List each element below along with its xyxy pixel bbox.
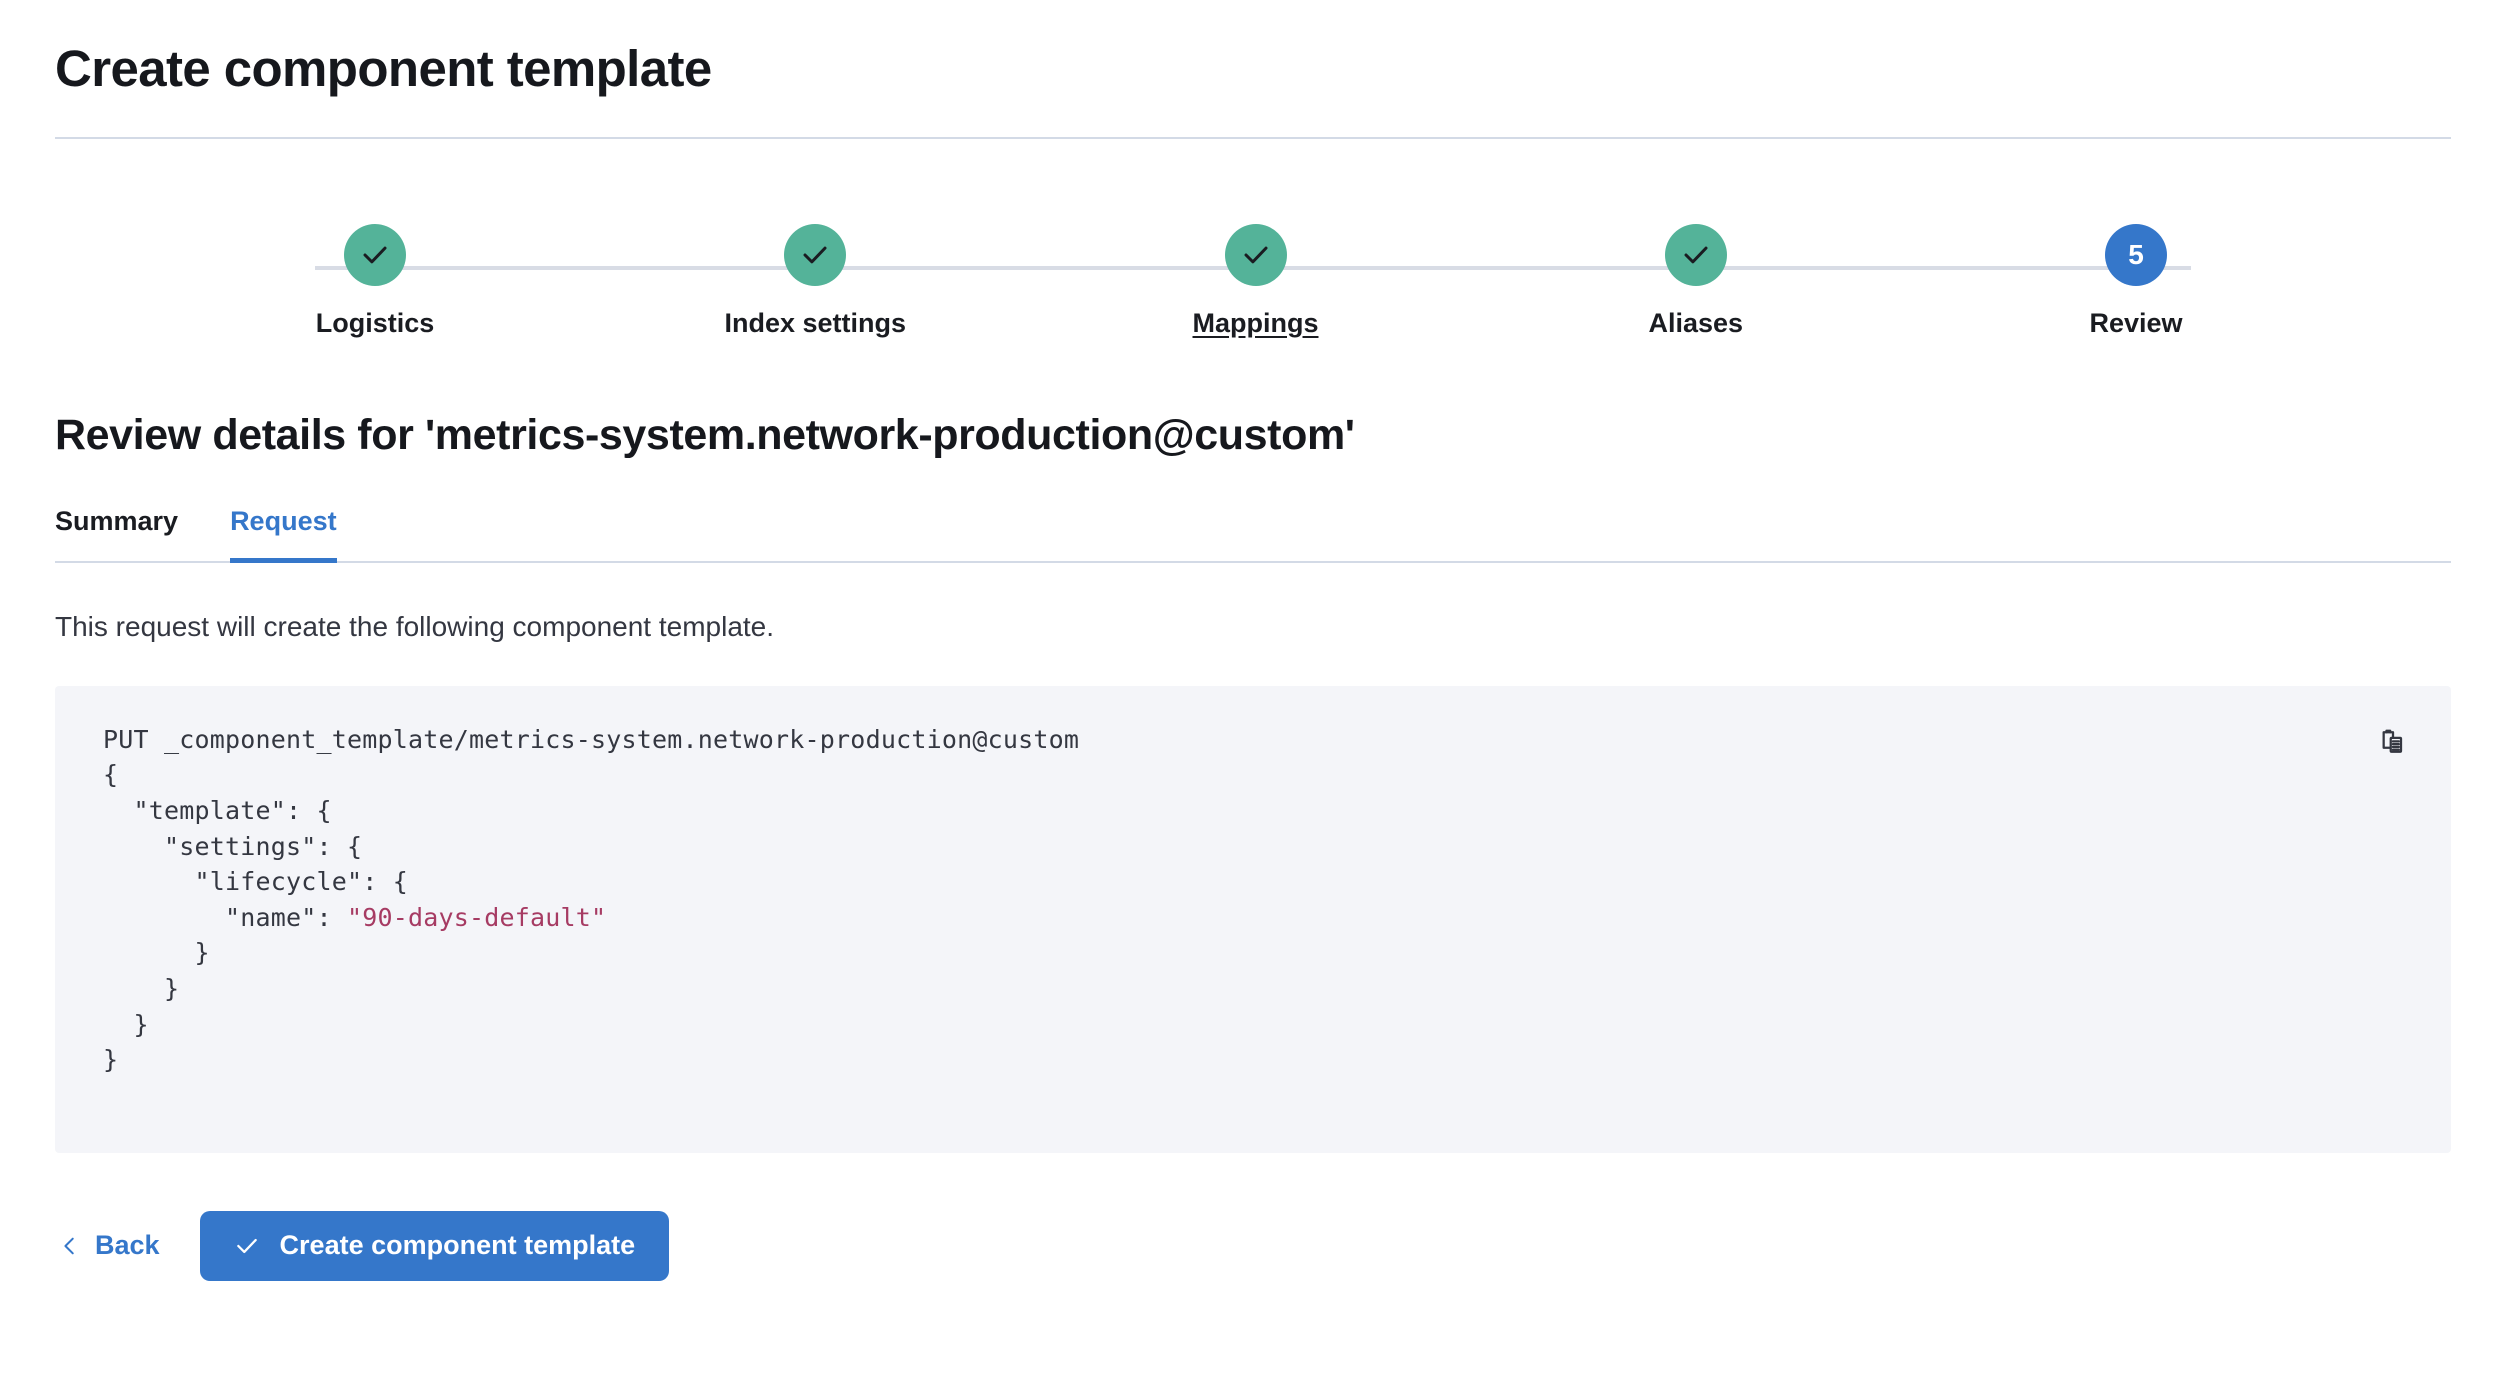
code-line-5: "lifecycle": { [103, 867, 409, 897]
check-icon [1681, 240, 1711, 270]
create-component-template-button[interactable]: Create component template [199, 1210, 670, 1281]
back-button[interactable]: Back [55, 1222, 164, 1269]
code-line-9: } [103, 1009, 149, 1039]
step-label-index-settings: Index settings [724, 307, 907, 338]
step-review[interactable]: 5 Review [1986, 223, 2286, 339]
header-divider [55, 136, 2451, 139]
step-marker-current: 5 [2105, 223, 2167, 286]
review-tabs: Summary Request [55, 506, 2451, 563]
step-label-mappings: Mappings [1192, 307, 1319, 338]
code-line-2: { [103, 760, 119, 790]
request-description: This request will create the following c… [55, 610, 775, 642]
step-index-settings[interactable]: Index settings [665, 223, 965, 339]
step-label-logistics: Logistics [315, 307, 435, 338]
step-aliases[interactable]: Aliases [1546, 223, 1846, 339]
tab-request[interactable]: Request [204, 506, 363, 563]
check-icon [1241, 240, 1271, 270]
code-line-7: } [103, 938, 210, 968]
review-heading: Review details for 'metrics-system.netwo… [55, 410, 1355, 459]
step-label-aliases: Aliases [1648, 307, 1744, 338]
request-code-text: PUT _component_template/metrics-system.n… [55, 722, 2451, 1078]
step-label-review: Review [2089, 307, 2183, 338]
code-line-4: "settings": { [103, 831, 363, 861]
wizard-actions: Back Create component template [55, 1210, 2451, 1281]
page-title: Create component template [55, 40, 712, 97]
tab-summary[interactable]: Summary [55, 506, 204, 561]
step-marker-complete [784, 223, 847, 286]
back-button-label: Back [95, 1230, 160, 1261]
step-marker-complete [1224, 223, 1287, 286]
step-marker-complete [344, 223, 406, 286]
create-component-template-button-label: Create component template [279, 1230, 636, 1261]
code-line-6-key: "name": [103, 902, 348, 932]
check-icon [360, 240, 390, 270]
check-icon [800, 240, 830, 270]
code-line-10: } [103, 1045, 119, 1075]
chevron-left-icon [59, 1235, 81, 1257]
step-marker-complete [1664, 223, 1727, 286]
step-logistics[interactable]: Logistics [225, 223, 525, 339]
clipboard-copy-icon[interactable] [2373, 722, 2417, 766]
check-icon [234, 1233, 260, 1259]
code-line-8: } [103, 973, 180, 1003]
code-line-6-value: "90-days-default" [347, 902, 607, 932]
wizard-stepper: Logistics Index settings Mappings [55, 223, 2451, 339]
code-line-1: PUT _component_template/metrics-system.n… [103, 724, 1080, 754]
code-line-3: "template": { [103, 796, 332, 826]
step-mappings[interactable]: Mappings [1106, 223, 1406, 339]
request-code-block: PUT _component_template/metrics-system.n… [55, 685, 2451, 1153]
